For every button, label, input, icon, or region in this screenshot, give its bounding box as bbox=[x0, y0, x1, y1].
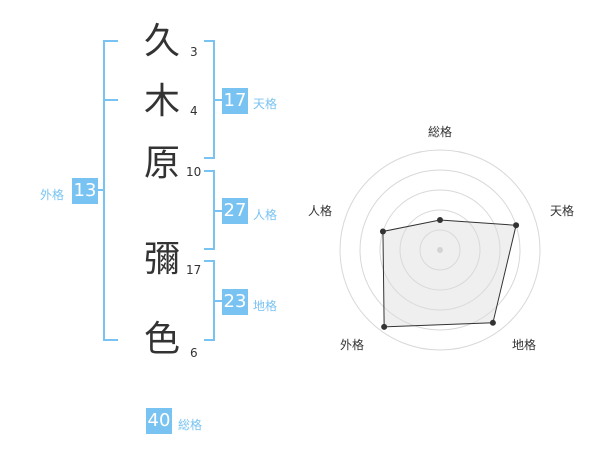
jinkaku-label: 人格 bbox=[253, 208, 278, 222]
radar-axis-jinkaku: 人格 bbox=[308, 204, 333, 218]
gaikaku-value: 13 bbox=[72, 178, 98, 204]
stroke-count-3: 10 bbox=[186, 165, 202, 179]
radar-ring-4 bbox=[359, 169, 521, 331]
radar-point-chikaku bbox=[489, 319, 496, 326]
name-char-4: 彌 bbox=[143, 239, 180, 280]
jinkaku-value: 27 bbox=[222, 198, 248, 224]
stroke-count-1: 3 bbox=[190, 45, 198, 59]
radar-point-tenkaku bbox=[513, 222, 520, 229]
radar-ring-5 bbox=[339, 149, 541, 351]
radar-ring-2 bbox=[399, 209, 481, 291]
stroke-count-4: 17 bbox=[186, 263, 202, 277]
name-char-5: 色 bbox=[143, 319, 180, 360]
soukaku-value: 40 bbox=[146, 408, 172, 434]
radar-axis-soukaku: 総格 bbox=[428, 125, 453, 139]
name-char-2: 木 bbox=[143, 81, 180, 122]
radar-ring-3 bbox=[379, 189, 501, 311]
tenkaku-label: 天格 bbox=[253, 97, 278, 111]
name-char-3: 原 bbox=[143, 143, 180, 184]
radar-polygon bbox=[382, 219, 517, 328]
chikaku-label: 地格 bbox=[253, 299, 278, 313]
radar-axis-gaikaku: 外格 bbox=[340, 338, 365, 352]
name-char-1: 久 bbox=[143, 21, 180, 62]
radar-point-soukaku bbox=[437, 217, 443, 223]
radar-center bbox=[437, 247, 443, 253]
tenkaku-value: 17 bbox=[222, 88, 248, 114]
gaikaku-label: 外格 bbox=[40, 188, 65, 202]
radar-point-jinkaku bbox=[379, 228, 386, 235]
radar-axis-tenkaku: 天格 bbox=[550, 204, 575, 218]
stroke-count-2: 4 bbox=[190, 104, 198, 118]
stroke-count-5: 6 bbox=[190, 346, 198, 360]
soukaku-label: 総格 bbox=[178, 418, 203, 432]
chikaku-value: 23 bbox=[222, 289, 248, 315]
radar-ring-1 bbox=[419, 229, 461, 271]
radar-axis-chikaku: 地格 bbox=[512, 338, 537, 352]
radar-point-gaikaku bbox=[381, 323, 388, 330]
